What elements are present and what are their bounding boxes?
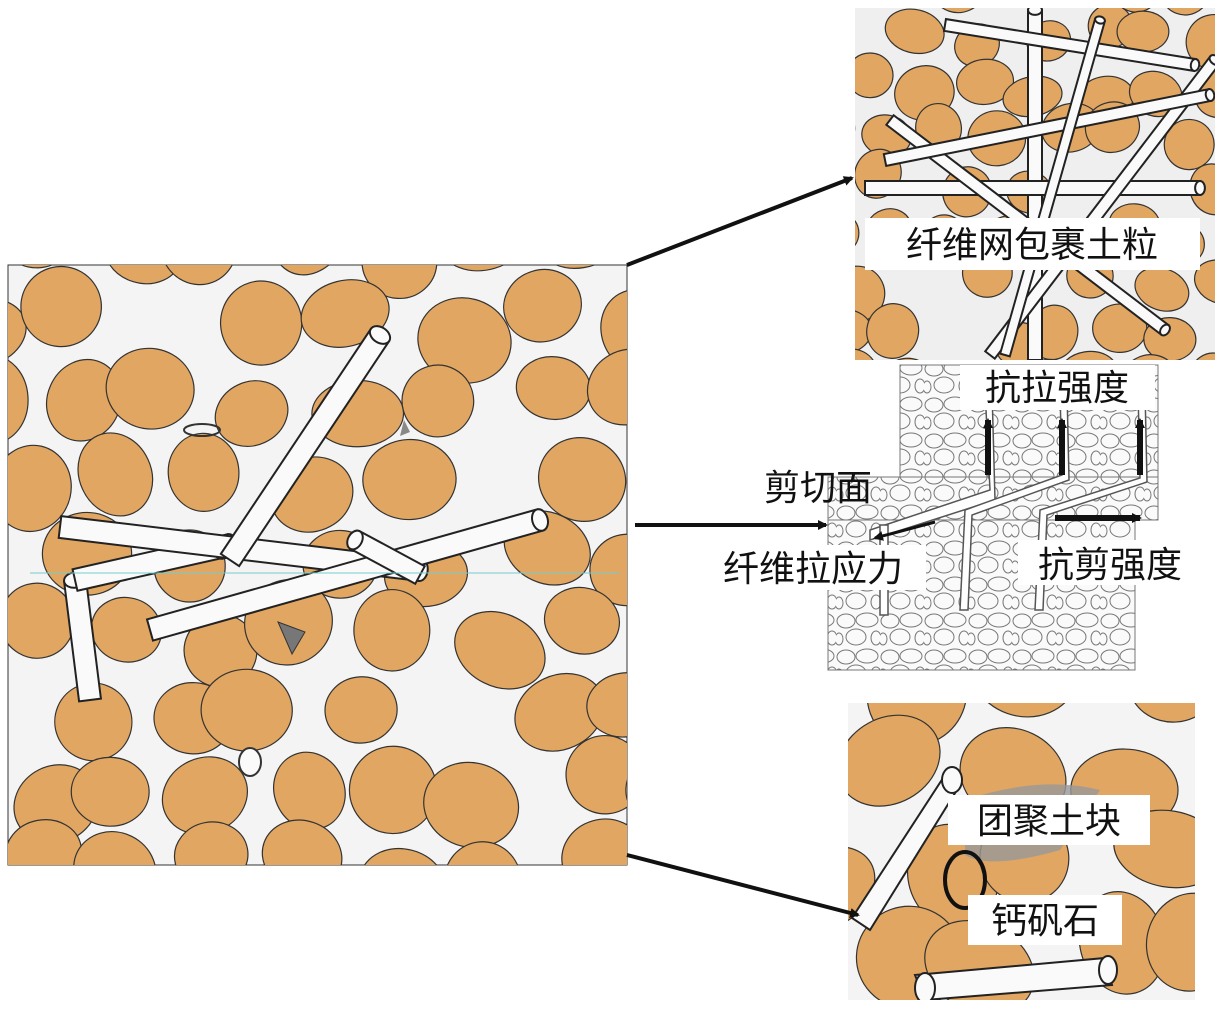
soil-particle [1119, 354, 1179, 360]
soil-particle [1189, 163, 1215, 216]
fiber-tension-arrow [873, 520, 936, 541]
arrow-to-fiber-net [626, 176, 854, 267]
soil-particle [324, 676, 398, 744]
aggregate-label: 团聚土块 [977, 801, 1121, 842]
ettringite-crystal [277, 621, 306, 656]
soil-particle [884, 8, 945, 55]
soil-particle [855, 208, 860, 258]
soil-particle [1145, 892, 1195, 992]
soil-particle [1213, 299, 1226, 355]
fiber-section [183, 423, 221, 437]
soil-particle [454, 610, 546, 690]
soil-particle [625, 744, 627, 826]
soil-particle [855, 348, 878, 360]
fiber [864, 180, 1201, 196]
soil-particle [401, 364, 475, 438]
soil-particle [273, 751, 346, 831]
soil-fiber-panel [7, 187, 757, 894]
soil-particle [565, 734, 627, 815]
soil-particle [70, 756, 150, 827]
soil-particle [173, 821, 249, 865]
soil-particle [931, 8, 988, 14]
ettringite-crystal [400, 420, 410, 436]
soil-particle [956, 58, 1015, 106]
ettringite-circle [943, 850, 987, 910]
soil-particle [532, 265, 624, 269]
soil-particle [8, 444, 72, 533]
fiber-net-panel: 纤维网包裹土粒 [797, 0, 1226, 360]
soil-particle [443, 841, 522, 865]
arrow-to-aggregate [626, 853, 860, 918]
soil-particle [271, 265, 348, 276]
soil-particle [586, 672, 627, 738]
soil-particle [105, 347, 195, 430]
soil-particles [8, 187, 757, 894]
soil-particle [866, 303, 920, 359]
soil-particle [353, 588, 431, 672]
soil-particle [436, 265, 532, 272]
shear-mechanism: 抗拉强度 剪切面 纤维拉应力 抗剪强度 [700, 364, 1203, 671]
soil-particle [848, 714, 941, 807]
soil-particle [8, 265, 76, 269]
fiber-section [238, 747, 262, 777]
soil-particle [1116, 10, 1170, 53]
tensile-strength-label: 抗拉强度 [985, 368, 1129, 409]
soil-particle [358, 847, 447, 865]
soil-particle [159, 265, 238, 286]
label-box [865, 218, 1200, 270]
soil-particle [300, 279, 390, 348]
soil-particle [1222, 109, 1226, 173]
soil-particle [855, 265, 886, 322]
soil-particle [73, 831, 157, 865]
soil-particle [855, 108, 856, 153]
soil-particle [797, 0, 848, 7]
aggregate-panel: 团聚土块 钙矾石 [848, 703, 1195, 1000]
soil-particles [797, 0, 1226, 360]
soil-particle [1020, 358, 1078, 360]
fibers [57, 325, 549, 703]
soil-particle [1159, 8, 1211, 16]
soil-particle [361, 265, 438, 300]
shear-strength-label: 抗剪强度 [1038, 545, 1182, 586]
soil-particle [1185, 14, 1215, 71]
soil-particle [650, 581, 749, 675]
soil-particle [855, 52, 894, 99]
soil-particle [362, 438, 457, 521]
soil-particle [102, 265, 184, 285]
soil-particle [543, 586, 620, 655]
soil-particle [1163, 118, 1215, 171]
soil-particle [1213, 206, 1226, 276]
soil-particle [968, 703, 1081, 718]
fiber-tension-label: 纤维拉应力 [723, 549, 903, 590]
soil-particle [1127, 703, 1195, 723]
fiber-net-label: 纤维网包裹土粒 [906, 225, 1158, 266]
soil-particle [167, 432, 240, 512]
soil-particle [586, 348, 627, 426]
soil-particle [561, 818, 627, 865]
soil-particle [423, 761, 520, 849]
ettringite-label: 钙矾石 [991, 901, 1099, 942]
soil-particle [861, 0, 915, 2]
soil-particle [261, 819, 343, 865]
soil-particle [1058, 350, 1118, 360]
soil-particle [20, 265, 103, 348]
shear-plane-label: 剪切面 [764, 468, 872, 509]
soil-particle [503, 268, 582, 343]
soil-particle [643, 432, 757, 538]
soil-particle [1194, 259, 1215, 305]
soil-particle [77, 432, 154, 517]
soil-particle [641, 825, 733, 894]
soil-particle [214, 380, 289, 447]
soil-particle [8, 354, 29, 444]
soil-particle [643, 187, 753, 284]
